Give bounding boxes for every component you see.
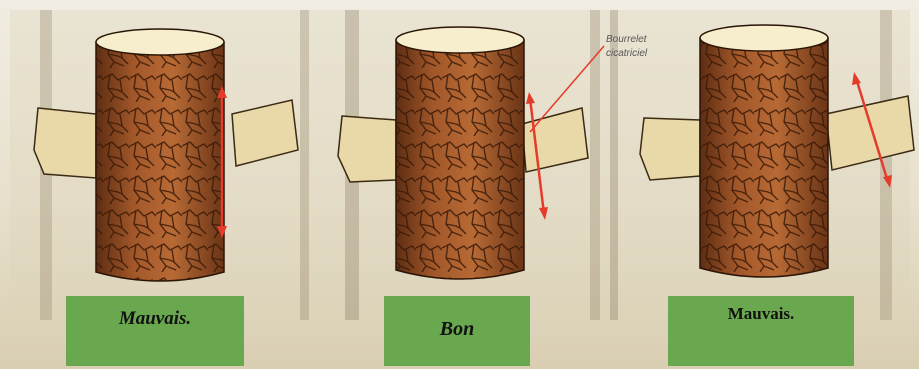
trunk-top [700,25,828,51]
branch-stub-left [338,116,396,182]
label-good-cut: Bon [384,296,530,366]
label-text: Mauvais. [119,308,191,330]
annotation-line-1: Bourrelet [606,34,648,45]
label-bad-flush-cut: Mauvais. [66,296,244,366]
label-text: Bon [440,318,474,341]
label-text: Mauvais. [728,304,795,324]
trunk-top [396,27,524,53]
label-bad-stub-cut: Mauvais. [668,296,854,366]
branch-stub-left [640,118,700,180]
branch-stub-left [34,108,96,178]
trunk-top [96,29,224,55]
annotation-line-2: cicatriciel [606,48,648,59]
